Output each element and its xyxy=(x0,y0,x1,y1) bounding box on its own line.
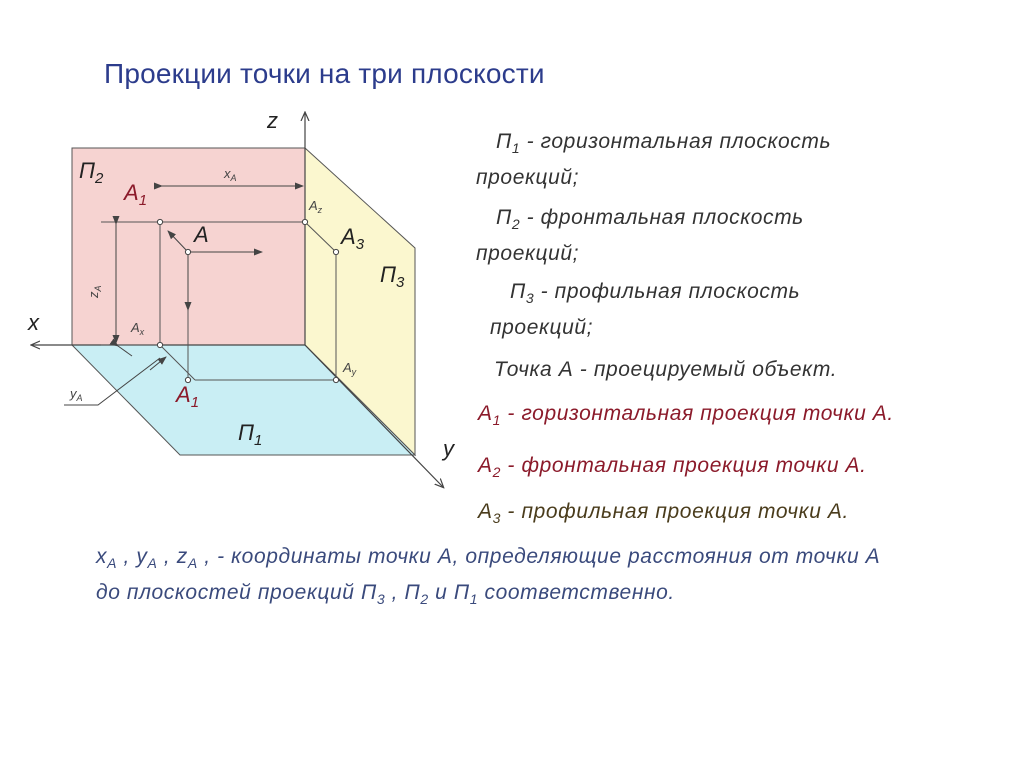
legend-p2: П2 - фронтальная плоскость xyxy=(496,206,804,233)
coordinates-line-1: xA , yA , zA , - координаты точки А, опр… xyxy=(96,545,881,572)
dim-ya-arrow2 xyxy=(109,338,133,357)
point-a-label: A xyxy=(192,222,209,247)
legend-p1: П1 - горизонтальная плоскость xyxy=(496,130,832,157)
points xyxy=(156,218,340,384)
legend-a2: А2 - фронтальная проекция точки А. xyxy=(478,454,867,481)
coordinates-note: xA , yA , zA , - координаты точки А, опр… xyxy=(96,542,880,614)
point-a1-bottom-label: A1 xyxy=(174,382,199,411)
dim-ya-arrow xyxy=(149,356,167,371)
point-a3-label: A3 xyxy=(339,224,365,253)
legend-p3-cont: проекций; xyxy=(490,316,594,339)
plane-p3-label: П3 xyxy=(380,262,405,291)
legend-p3: П3 - профильная плоскость xyxy=(510,280,801,307)
plane-p1-label: П1 xyxy=(238,420,262,449)
page-title: Проекции точки на три плоскости xyxy=(104,58,545,89)
legend-a1: А1 - горизонтальная проекция точки А. xyxy=(478,402,894,429)
arrow-a-to-a2 xyxy=(167,230,189,253)
dim-ya-leader xyxy=(64,357,161,406)
point-a1-top-label: A1 xyxy=(122,180,147,209)
axis-y-label: y xyxy=(441,436,456,461)
axis-x-label: x xyxy=(27,310,40,335)
ax-label: Ax xyxy=(130,320,145,337)
y-axis xyxy=(304,344,443,487)
legend-p2-cont: проекций; xyxy=(476,242,580,265)
axis-z-label: z xyxy=(266,108,278,133)
za-label: zA xyxy=(86,285,103,299)
ay-label: Ay xyxy=(342,360,357,377)
legend-point-a: Точка А - проецируемый объект. xyxy=(494,358,838,381)
ya-label: yA xyxy=(69,386,83,403)
plane-p2-label: П2 xyxy=(79,158,104,187)
legend-p1-cont: проекций; xyxy=(476,166,580,189)
xa-label: xA xyxy=(223,166,237,183)
az-label: Az xyxy=(308,198,323,215)
coordinates-line-2: до плоскостей проекций П3 , П2 и П1 соот… xyxy=(96,581,675,608)
legend-a3: А3 - профильная проекция точки А. xyxy=(478,500,849,527)
